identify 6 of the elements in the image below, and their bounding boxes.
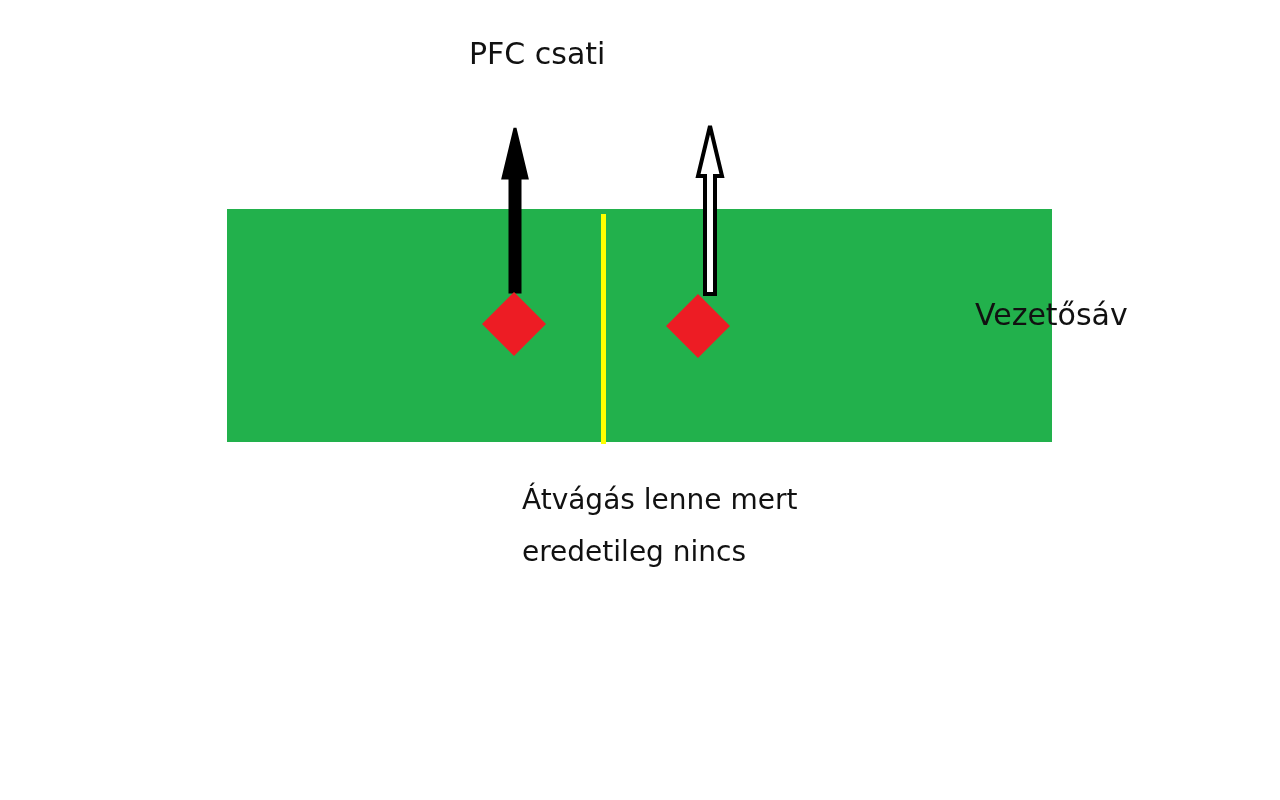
solder-pad	[666, 294, 730, 358]
solder-pad	[482, 292, 546, 356]
connector-label: PFC csati	[469, 36, 606, 72]
arrow	[695, 124, 725, 296]
arrow	[501, 126, 529, 294]
note-text: Átvágás lenne mert eredetileg nincs	[522, 481, 799, 570]
